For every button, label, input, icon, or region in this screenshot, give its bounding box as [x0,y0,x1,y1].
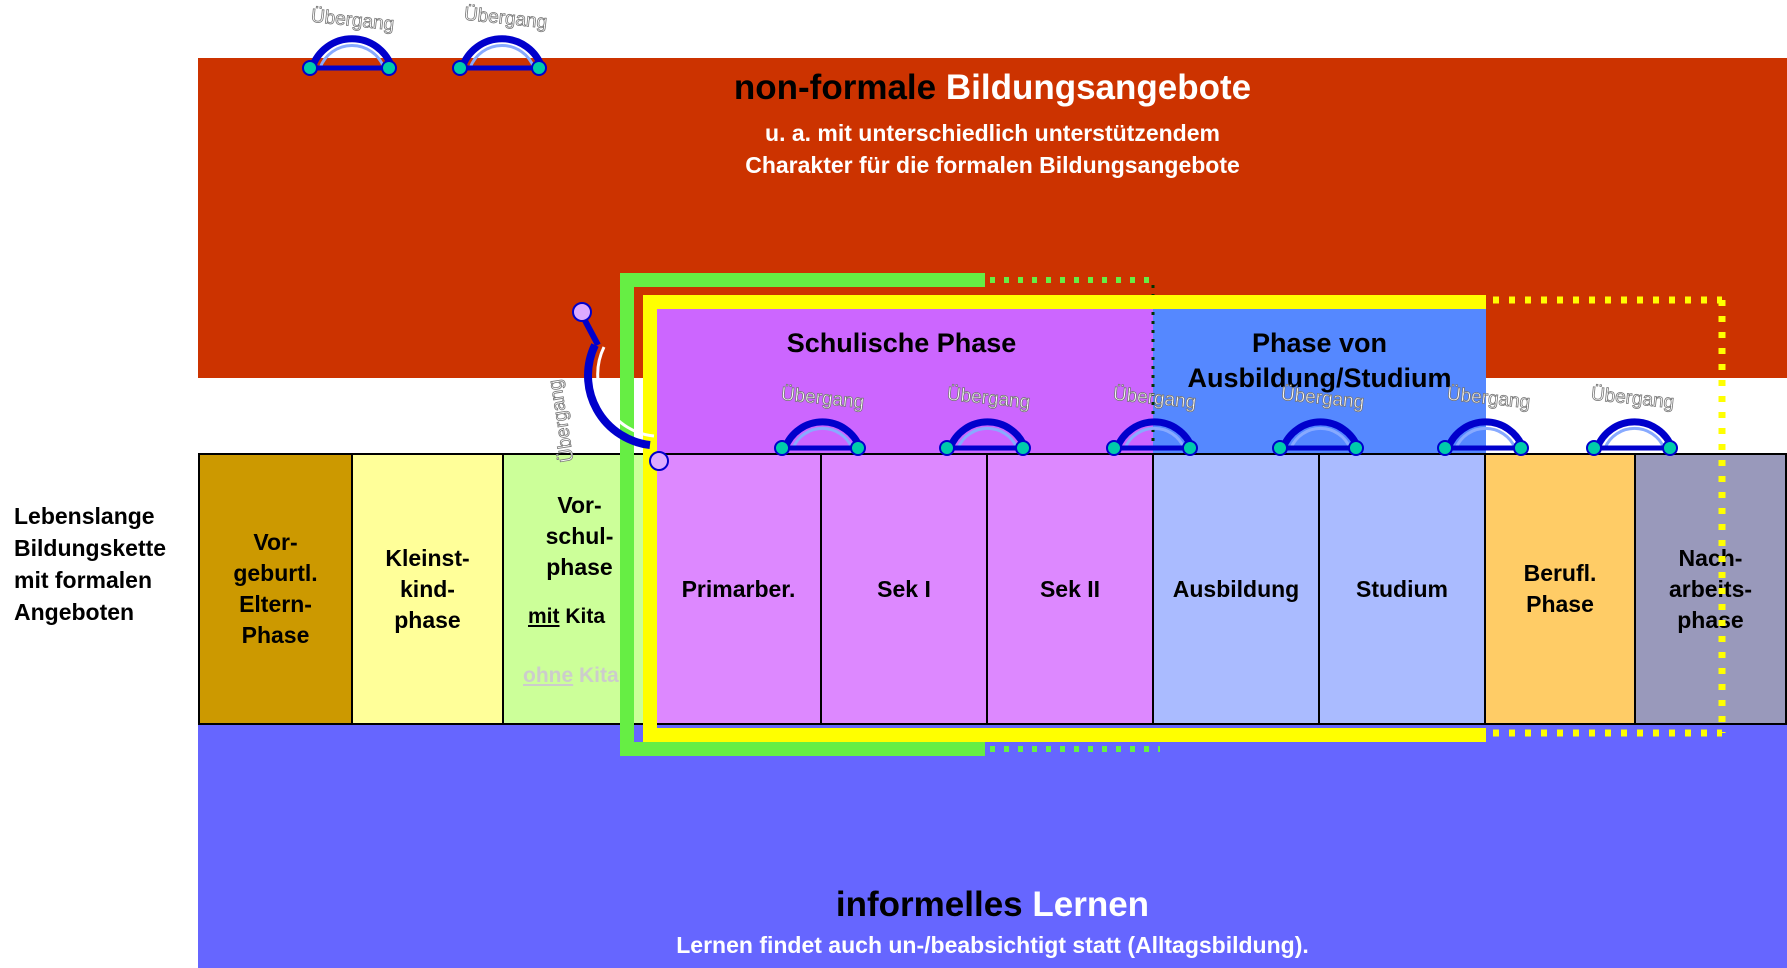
phase-career: Berufl.Phase [1484,453,1636,725]
school-phase-header: Schulische Phase [650,308,1153,454]
preschool-without-kita: ohne Kita [523,664,619,687]
phase-apprenticeship: Ausbildung [1152,453,1320,725]
phase-prenatal: Vor-geburtl.Eltern-Phase [198,453,353,725]
phase-postwork: Nach-arbeits-phase [1634,453,1787,725]
phase-study: Studium [1318,453,1486,725]
transition-label: Übergang [310,6,395,36]
preschool-with-kita: mit Kita [528,605,606,628]
informal-band [198,725,1787,968]
lifelong-chain-label: Lebenslange Bildungskette mit formalen A… [14,503,167,625]
informal-subtitle: Lernen findet auch un-/beabsichtigt stat… [676,932,1309,958]
transition-label: Übergang [545,378,579,464]
informal-title: informelles Lernen [835,885,1150,924]
non-formal-title: non-formale Bildungsangebote [733,68,1252,107]
transition-label: Übergang [1590,384,1675,414]
transition-label: Übergang [463,4,548,34]
bridge-icon [1586,418,1678,456]
phase-primary: Primarber. [655,453,822,725]
phase-sek1: Sek I [820,453,988,725]
phase-sek2: Sek II [986,453,1154,725]
non-formal-subtitle: u. a. mit unterschiedlich unterstützende… [745,120,1240,178]
phase-toddler: Kleinst-kind-phase [351,453,504,725]
